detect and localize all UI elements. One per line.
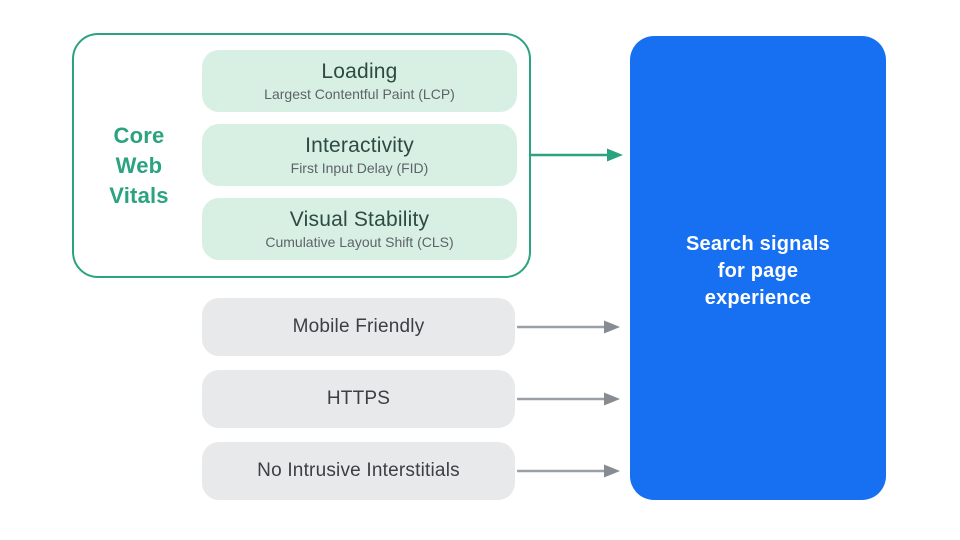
arrow-mobile-friendly-icon <box>517 320 620 334</box>
vital-pill-subtitle: Cumulative Layout Shift (CLS) <box>265 234 454 250</box>
arrow-https-icon <box>517 392 620 406</box>
vital-pill-loading: Loading Largest Contentful Paint (LCP) <box>202 50 517 112</box>
vital-pill-visual-stability: Visual Stability Cumulative Layout Shift… <box>202 198 517 260</box>
vital-pill-title: Loading <box>321 60 398 83</box>
search-signals-label: Search signals for page experience <box>686 232 830 309</box>
signal-pill-mobile-friendly: Mobile Friendly <box>202 298 515 356</box>
vital-pill-interactivity: Interactivity First Input Delay (FID) <box>202 124 517 186</box>
signal-pill-no-intrusive-interstitials: No Intrusive Interstitials <box>202 442 515 500</box>
vital-pill-subtitle: Largest Contentful Paint (LCP) <box>264 86 455 102</box>
signal-pill-https: HTTPS <box>202 370 515 428</box>
vital-pill-subtitle: First Input Delay (FID) <box>290 160 429 176</box>
core-web-vitals-label: Core Web Vitals <box>109 123 169 208</box>
core-web-vitals-group: Core Web Vitals Loading Largest Contentf… <box>72 33 531 278</box>
arrow-no-intrusive-interstitials-icon <box>517 464 620 478</box>
vital-pill-title: Interactivity <box>305 134 414 157</box>
vital-pill-title: Visual Stability <box>289 208 430 231</box>
arrow-core-web-vitals-icon <box>531 148 623 162</box>
search-signals-box: Search signals for page experience <box>630 36 886 500</box>
